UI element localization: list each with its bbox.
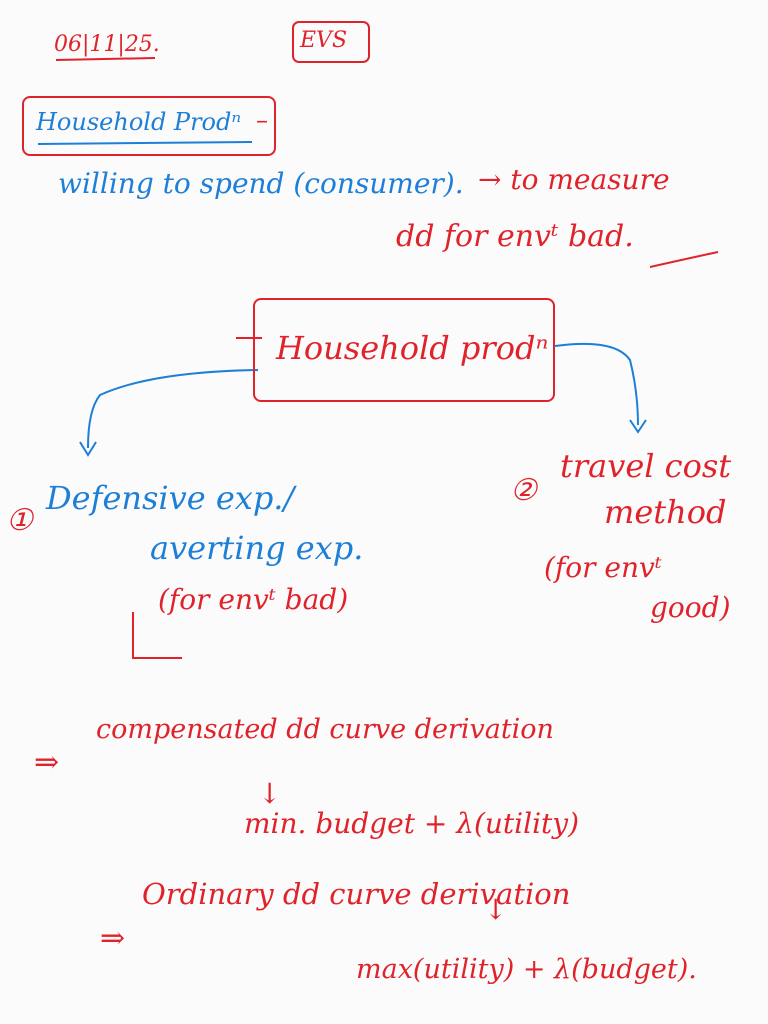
left-branch-arrow [87, 369, 259, 449]
derivation-1-arrow: ↓ [258, 777, 282, 810]
subject-box [292, 21, 370, 63]
branch-1-title-b: averting exp. [150, 529, 364, 567]
branch-2-title-a: travel cost [560, 447, 732, 485]
date-underline [55, 57, 156, 61]
dd-for-envt-bad-text: dd for envᵗ bad. [396, 219, 634, 254]
section-title: Household Prodⁿ [36, 108, 242, 136]
center-node-box [253, 298, 555, 402]
right-arrowhead-icon [629, 419, 647, 434]
title-underline [37, 141, 253, 145]
derivation-1-formula: min. budget + λ(utility) [244, 807, 580, 840]
branch-2-note-b: good) [650, 591, 731, 624]
branch-2-title-b: method [604, 493, 727, 531]
branch-1-number: ① [6, 503, 33, 538]
date-label: 06|11|25. [54, 32, 160, 57]
willing-to-spend-line: willing to spend (consumer). [58, 167, 464, 200]
left-arrowhead-icon [79, 441, 97, 457]
derivation-2-arrow: ↓ [484, 893, 508, 926]
derivation-2-title: Ordinary dd curve derivation [142, 877, 571, 911]
derivation-1-marker: ⇒ [34, 745, 60, 780]
branch-1-title-a: Defensive exp./ [46, 479, 295, 517]
center-node-label: Household prodⁿ [276, 329, 549, 367]
section-title-dash: – [256, 106, 268, 134]
derivation-1-title: compensated dd curve derivation [96, 714, 554, 745]
subject-label: EVS [300, 28, 348, 53]
branch-2-note-a: (for envᵗ [544, 551, 662, 584]
right-branch-arrow [554, 342, 639, 426]
left-note-bracket [132, 612, 182, 659]
to-measure-text: → to measure [478, 163, 670, 196]
branch-1-note: (for envᵗ bad) [158, 583, 349, 616]
branch-2-number: ② [510, 473, 537, 508]
bad-underline [649, 251, 719, 268]
derivation-2-formula: max(utility) + λ(budget). [356, 954, 697, 985]
derivation-2-marker: ⇒ [100, 921, 126, 956]
section-title-box [22, 96, 276, 156]
